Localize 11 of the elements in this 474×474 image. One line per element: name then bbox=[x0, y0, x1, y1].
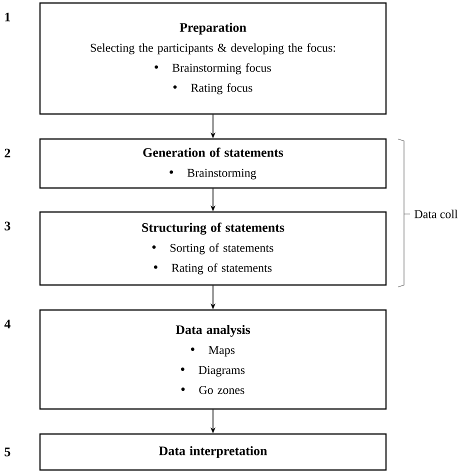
bracket-label: Data coll bbox=[414, 210, 458, 218]
process-box: Generation of statements Brainstorming bbox=[39, 138, 387, 189]
process-box: Structuring of statements Sorting of statements Rating of statements bbox=[39, 211, 387, 286]
step-number: 3 bbox=[4, 222, 10, 230]
step-number: 4 bbox=[4, 320, 10, 328]
process-box: Data analysis Maps Diagrams Go zones bbox=[39, 309, 387, 410]
step-number: 5 bbox=[4, 448, 10, 456]
step-number: 2 bbox=[4, 148, 10, 158]
process-box: Data interpretation bbox=[39, 433, 387, 471]
process-box: Preparation Selecting the participants & developing the focus: Brainstorming focus Rating focus bbox=[39, 2, 387, 115]
step-number: 1 bbox=[5, 12, 10, 22]
